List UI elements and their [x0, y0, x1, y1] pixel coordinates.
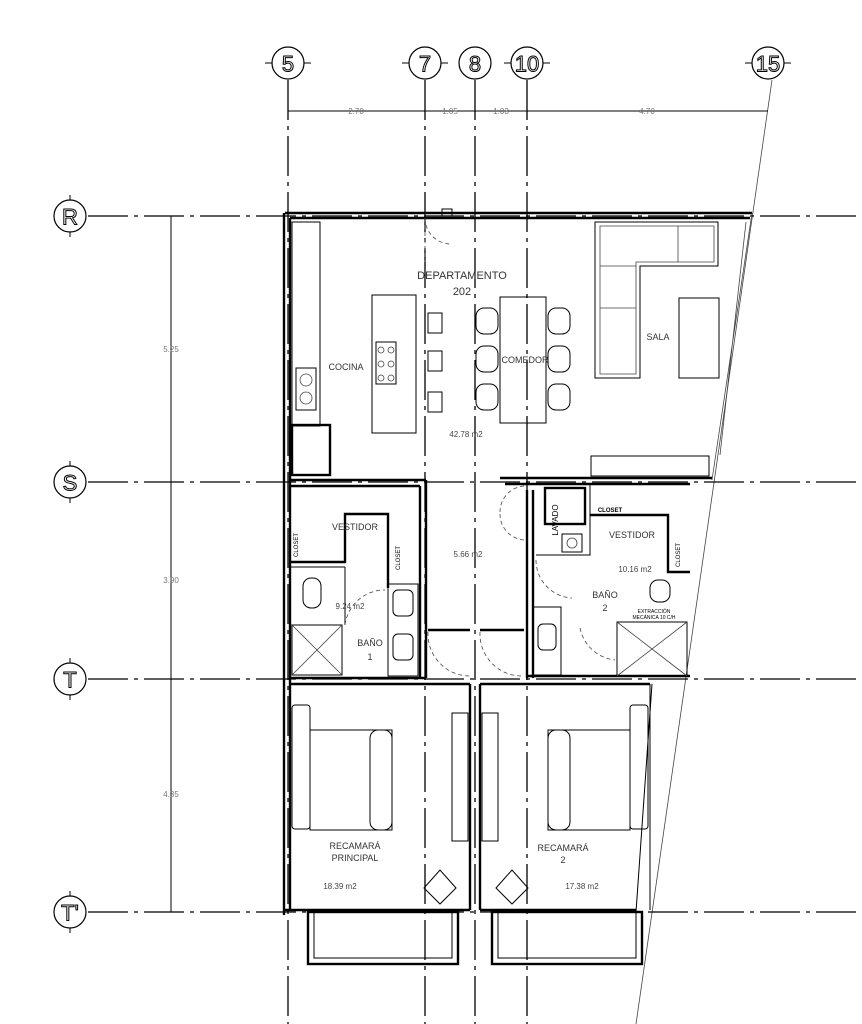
- axis-bubble-5: 5: [265, 46, 311, 80]
- svg-text:15: 15: [756, 52, 780, 77]
- sofa: [590, 221, 720, 477]
- label-vestidor-2: VESTIDOR: [609, 530, 656, 540]
- svg-text:T: T: [63, 668, 76, 693]
- label-bano-2-number: 2: [602, 603, 607, 613]
- axis-bubble-S: S: [53, 461, 87, 503]
- axis-bubble-8: 8: [458, 46, 492, 80]
- label-cocina: COCINA: [328, 362, 363, 372]
- svg-text:R: R: [62, 205, 78, 230]
- axis-bubble-7: 7: [402, 46, 448, 80]
- svg-text:7: 7: [419, 52, 431, 77]
- label-closet-2a: CLOSET: [598, 508, 623, 514]
- axis-bubble-15: 15: [745, 46, 791, 80]
- label-bano-2: BAÑO: [592, 590, 618, 600]
- svg-text:4.70: 4.70: [639, 107, 655, 116]
- label-sala: SALA: [646, 332, 669, 342]
- label-vestidor-1: VESTIDOR: [332, 522, 379, 532]
- svg-text:5.25: 5.25: [163, 345, 179, 354]
- label-departamento-number: 202: [453, 286, 471, 298]
- label-lavado: LAVADO: [551, 504, 560, 535]
- label-recamara-principal-2: PRINCIPAL: [332, 853, 379, 863]
- label-closet-2b: CLOSET: [676, 543, 682, 567]
- axis-bubble-T: T: [53, 658, 87, 700]
- dimension-horizontal: 2.70 1.05 1.03 4.70: [288, 107, 768, 116]
- label-closet-1a: CLOSET: [294, 533, 300, 557]
- label-bano-1-number: 1: [367, 652, 372, 662]
- svg-text:S: S: [63, 471, 78, 496]
- svg-text:4.35: 4.35: [163, 790, 179, 799]
- label-closet-1b: CLOSET: [396, 546, 402, 570]
- area-main: 42.78 m2: [449, 430, 483, 439]
- walls: [282, 211, 753, 915]
- svg-text:1.05: 1.05: [442, 107, 458, 116]
- kitchen: [290, 208, 453, 477]
- label-comedor: COMEDOR: [502, 355, 550, 365]
- bed-principal: [291, 704, 469, 905]
- area-bano-1: 9.24 m2: [336, 602, 365, 611]
- label-recamara-principal: RECAMARÁ: [329, 841, 380, 851]
- svg-text:3.90: 3.90: [163, 576, 179, 585]
- svg-text:10: 10: [515, 52, 539, 77]
- svg-text:8: 8: [469, 52, 481, 77]
- svg-text:1.03: 1.03: [493, 107, 509, 116]
- area-recamara-principal: 18.39 m2: [323, 882, 357, 891]
- area-hall: 5.66 m2: [454, 550, 483, 559]
- bed-2: [481, 704, 649, 905]
- axis-bubble-T-prime: T': [53, 891, 87, 933]
- axis-bubble-R: R: [53, 195, 87, 237]
- dining-table: [475, 296, 571, 424]
- label-departamento: DEPARTAMENTO: [417, 270, 507, 282]
- axis-bubble-10: 10: [504, 46, 550, 80]
- balconies: [306, 910, 644, 966]
- area-recamara-2: 17.38 m2: [565, 882, 599, 891]
- bath-2: [532, 483, 690, 677]
- dimension-vertical: 5.25 3.90 4.35: [163, 216, 179, 912]
- svg-text:2.70: 2.70: [348, 107, 364, 116]
- label-recamara-2: RECAMARÁ: [537, 843, 588, 853]
- label-bano-1: BAÑO: [357, 638, 383, 648]
- bath-1: [291, 512, 419, 677]
- label-extraccion-2: MECÁNICA 10 C/H: [632, 614, 675, 621]
- hall-doors: [427, 485, 525, 677]
- label-extraccion: EXTRACCIÓN: [638, 608, 671, 615]
- svg-text:T': T': [61, 901, 79, 926]
- label-recamara-2-number: 2: [560, 855, 565, 865]
- svg-text:5: 5: [282, 52, 294, 77]
- area-vestidor-2: 10.16 m2: [618, 565, 652, 574]
